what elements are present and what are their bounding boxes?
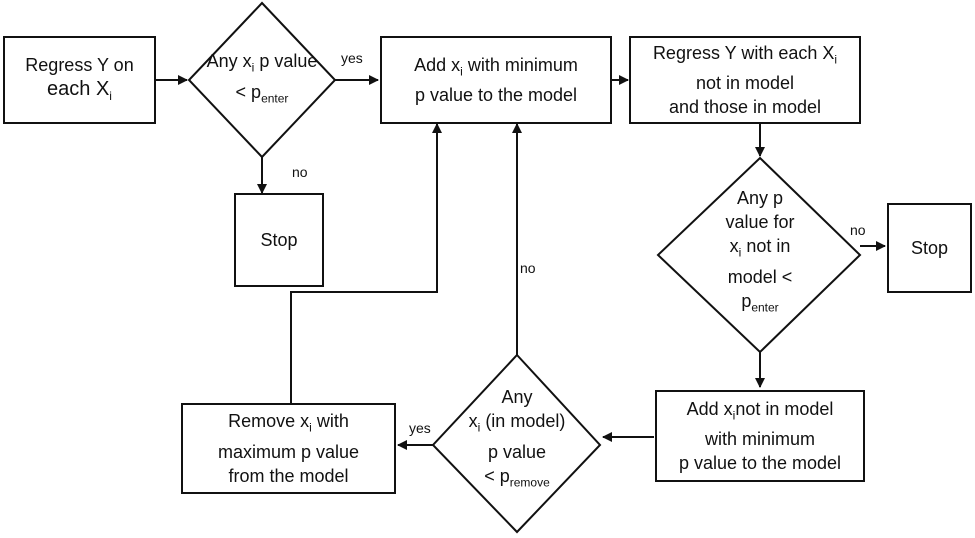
decision-remove-line4: < premove	[484, 466, 550, 490]
regress-with-line1: Regress Y with each Xi	[652, 42, 838, 67]
label-no-notin: no	[850, 222, 866, 238]
label-yes-remove: yes	[409, 420, 431, 436]
decision-enter-line1: Any xi p value	[206, 51, 318, 75]
decision-remove-diamond	[431, 353, 602, 534]
add-notin-line3: p value to the model	[678, 453, 842, 474]
decision-remove-line3: p value	[487, 442, 547, 462]
decision-notin-line4: model <	[727, 267, 793, 287]
stop-left-label: Stop	[260, 230, 298, 250]
stop-left-box: Stop	[234, 193, 324, 287]
decision-enter-line2: < penter	[235, 82, 289, 106]
regress-each-box: Regress Y on each Xi	[3, 36, 156, 124]
add-notin-line2: with minimum	[704, 429, 815, 450]
regress-each-line1: Regress Y on	[25, 54, 134, 75]
label-no-enter: no	[292, 164, 308, 180]
add-notin-box: Add xinot in model with minimum p value …	[655, 390, 865, 482]
remove-max-box: Remove xi with maximum p value from the …	[181, 403, 396, 494]
stop-right-label: Stop	[910, 238, 949, 258]
decision-remove-text: Any xi (in model) p value < premove	[450, 385, 584, 495]
decision-enter-text: Any xi p value < penter	[199, 51, 325, 108]
remove-max-line1: Remove xi with	[228, 411, 349, 435]
decision-notin-line3: xi not in	[729, 236, 791, 260]
label-no-remove: no	[520, 260, 536, 276]
add-min-line2: p value to the model	[414, 85, 578, 106]
remove-max-line3: from the model	[228, 465, 349, 486]
decision-remove-line2: xi (in model)	[468, 411, 566, 435]
regress-with-line2: not in model	[695, 73, 795, 94]
add-min-box: Add xi with minimum p value to the model	[380, 36, 612, 124]
decision-notin-line1: Any p	[736, 188, 784, 209]
regress-with-line3: and those in model	[668, 97, 822, 118]
add-min-line1: Add xi with minimum	[414, 54, 578, 79]
add-notin-line1: Add xinot in model	[686, 398, 834, 423]
decision-notin-text: Any p value for xi not in model < penter	[690, 187, 830, 319]
label-yes-enter: yes	[341, 50, 363, 66]
regress-each-line2: each Xi	[47, 77, 112, 103]
decision-remove-line1: Any	[501, 387, 533, 408]
stop-right-box: Stop	[887, 203, 972, 293]
decision-notin-line2: value for	[725, 212, 795, 233]
edge-remove-to-add	[290, 123, 442, 403]
decision-notin-line5: penter	[741, 291, 779, 315]
remove-max-line2: maximum p value	[217, 441, 360, 462]
regress-with-box: Regress Y with each Xi not in model and …	[629, 36, 861, 124]
